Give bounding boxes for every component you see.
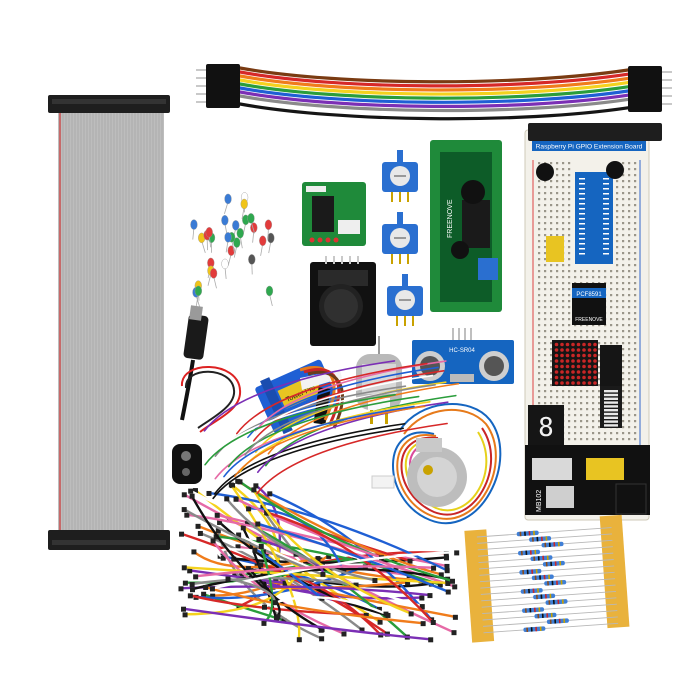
rainbow-jumper-cable-icon — [196, 64, 672, 121]
led-pack-icon — [190, 192, 275, 308]
gpio-board-title: Raspberry Pi GPIO Extension Board — [536, 144, 643, 151]
stepper-motor-icon — [371, 403, 502, 524]
lcd-i2c-module-icon: FREENOVE — [430, 140, 502, 312]
jumper-wires-icon — [178, 360, 460, 643]
svg-text:8: 8 — [538, 413, 554, 443]
pcf-chip-label: PCF8591 — [576, 292, 602, 298]
battery-clip-icon — [172, 366, 242, 484]
gpio-breadboard-icon: Raspberry Pi GPIO Extension Board PCF859… — [524, 123, 662, 521]
lcd-brand-label: FREENOVE — [447, 199, 454, 238]
power-module-label: MB102 — [536, 490, 543, 512]
resistor-tape-icon — [464, 514, 630, 643]
pcf-brand-label: FREENOVE — [575, 317, 603, 323]
joystick-module-icon — [310, 256, 376, 346]
potentiometer-icon — [382, 150, 423, 326]
dc-power-jack-icon — [180, 305, 209, 421]
ultrasonic-model-label: HC-SR04 — [449, 348, 475, 354]
ribbon-cable-icon — [48, 95, 170, 550]
stepper-driver-board-icon — [302, 182, 366, 246]
